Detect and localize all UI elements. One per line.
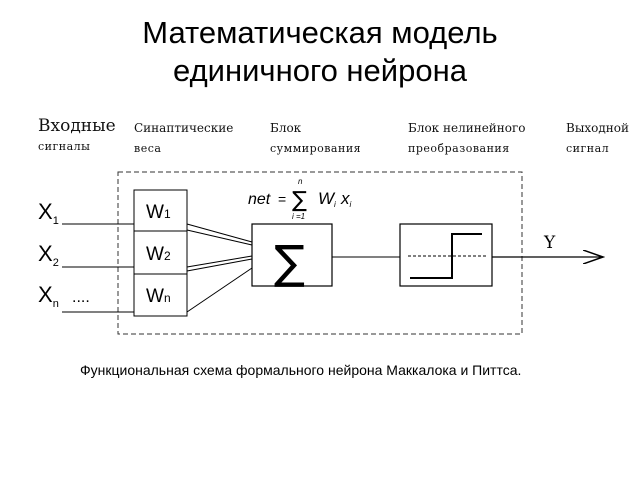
formula-w: Wi <box>318 189 336 209</box>
weight-label-2: W2 <box>146 244 171 265</box>
fan-in-line-1b <box>186 229 253 246</box>
fan-in-line-2 <box>186 255 253 268</box>
header-sum-block-line-2: суммирования <box>270 142 362 155</box>
header-weights: Синаптические веса <box>134 118 233 156</box>
input-ellipsis: .... <box>72 289 90 306</box>
input-label-2: X2 <box>38 241 59 269</box>
header-inputs-line-2: сигналы <box>38 140 91 153</box>
output-label: Y <box>543 233 556 253</box>
weight-label-1: W1 <box>146 202 171 223</box>
header-weights-line-2: веса <box>134 142 162 155</box>
header-sum-block-line-1: Блок <box>270 121 302 135</box>
formula-lower-limit: i =1 <box>292 212 305 221</box>
header-output-line-1: Выходной <box>566 121 629 135</box>
summation-symbol: ∑ <box>274 235 305 289</box>
input-label-n: Xn <box>38 282 59 310</box>
header-nonlinear-block-line-2: преобразования <box>408 142 510 155</box>
header-inputs: Входные сигналы <box>38 116 116 154</box>
formula-net: net <box>248 191 271 208</box>
title-line-1: Математическая модель <box>142 15 498 50</box>
fan-in-line-2b <box>186 258 253 272</box>
header-output: Выходной сигнал <box>566 118 629 156</box>
header-nonlinear-block: Блок нелинейного преобразования <box>408 118 526 156</box>
header-nonlinear-block-line-1: Блок нелинейного <box>408 121 526 135</box>
header-weights-line-1: Синаптические <box>134 121 234 135</box>
header-inputs-line-1: Входные <box>38 116 116 136</box>
title-line-2: единичного нейрона <box>173 53 467 88</box>
header-sum-block: Блок суммирования <box>270 118 361 156</box>
neuron-boundary <box>117 171 523 335</box>
fan-in-line-1 <box>186 223 253 243</box>
diagram-caption: Функциональная схема формального нейрона… <box>80 362 522 378</box>
input-label-1: X1 <box>38 199 59 227</box>
formula-sigma: ∑ <box>292 188 307 213</box>
weight-label-n: Wn <box>146 286 171 307</box>
formula-upper-limit: n <box>298 177 303 186</box>
fan-in-line-n <box>186 267 253 313</box>
slide-title: Математическая модель единичного нейрона <box>0 14 640 90</box>
formula-equals: = <box>278 191 286 207</box>
summation-block <box>251 223 333 287</box>
step-function-graph <box>410 233 482 279</box>
weights-block <box>133 189 188 317</box>
formula-x: xi <box>340 189 352 209</box>
net-formula: net = n ∑ i =1 Wi xi <box>248 177 352 221</box>
header-output-line-2: сигнал <box>566 142 610 155</box>
